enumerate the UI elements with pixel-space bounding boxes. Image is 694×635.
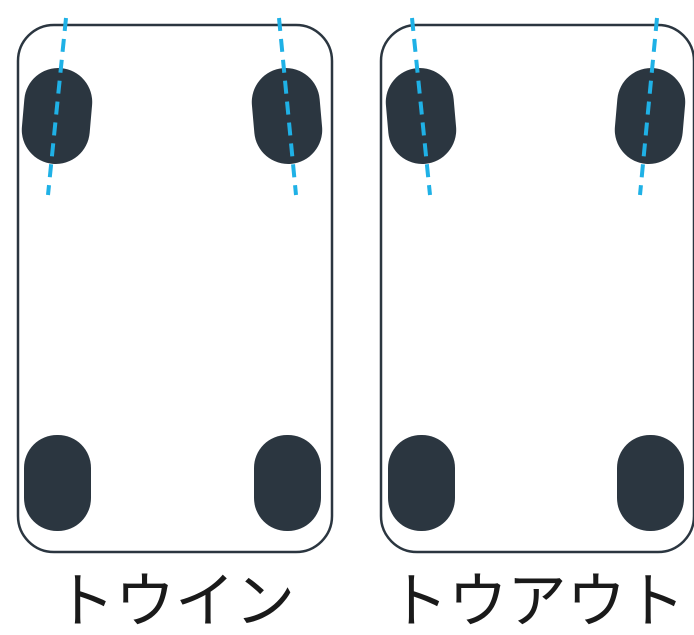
car-body-outline <box>379 23 694 554</box>
toe-in-car <box>16 17 334 554</box>
front-right-alignment-line <box>638 17 659 196</box>
front-left-wheel <box>21 68 93 164</box>
front-left-alignment-line <box>46 17 68 196</box>
front-right-wheel <box>614 68 686 164</box>
front-left-wheel <box>385 68 457 164</box>
rear-right-wheel <box>254 435 321 531</box>
front-left-alignment-line <box>410 17 432 196</box>
rear-left-wheel <box>388 435 455 531</box>
front-right-alignment-line <box>277 17 298 196</box>
car-body-outline <box>16 23 334 554</box>
toe-in-label: トウイン <box>55 567 295 635</box>
front-right-wheel <box>251 68 323 164</box>
toe-out-car <box>379 17 694 554</box>
toe-out-label: トウアウト <box>389 567 685 635</box>
rear-left-wheel <box>24 435 91 531</box>
rear-right-wheel <box>617 435 684 531</box>
